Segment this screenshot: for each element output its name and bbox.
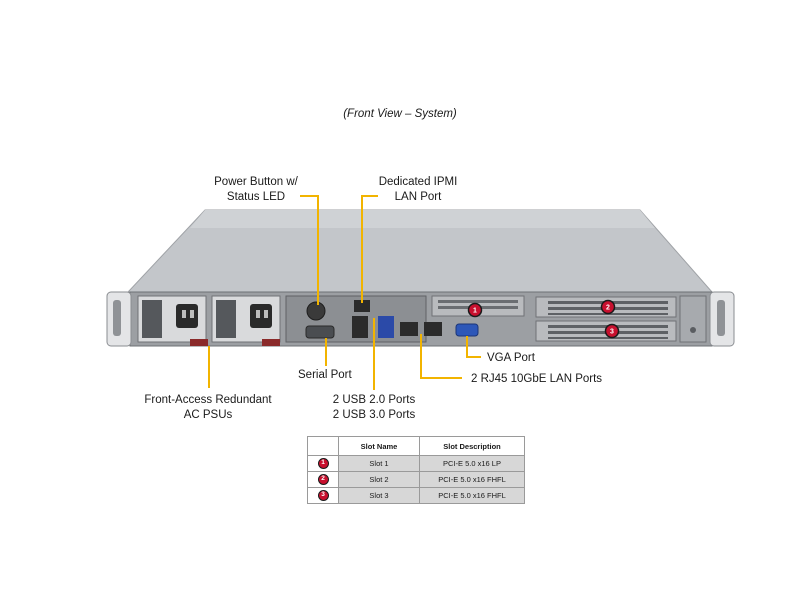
slot-badge-3: 3 — [317, 490, 329, 501]
callout-lan: 2 RJ45 10GbE LAN Ports — [471, 373, 603, 385]
power-button — [306, 301, 326, 321]
callout-ipmi-line-2: LAN Port — [394, 191, 442, 203]
lan-port-2 — [424, 322, 442, 336]
callout-usb: 2 USB 2.0 Ports 2 USB 3.0 Ports — [324, 393, 424, 423]
slot-name-cell: Slot 1 — [338, 455, 420, 472]
slot-description-cell: PCI-E 5.0 x16 FHFL — [419, 471, 525, 488]
figure-caption: (Front View – System) — [343, 108, 457, 120]
serial-port — [305, 325, 335, 339]
slot-table-header: Slot Name Slot Description — [307, 436, 525, 456]
callout-psu-line-1: Front-Access Redundant — [144, 394, 272, 406]
callout-power-button: Power Button w/ Status LED — [206, 175, 306, 205]
rack-ear-right-slot — [717, 300, 725, 336]
slot-name-cell: Slot 2 — [338, 471, 420, 488]
vga-port — [455, 323, 479, 337]
slot-table-header-name: Slot Name — [338, 436, 420, 456]
lan-port-1 — [400, 322, 418, 336]
table-row: 1 Slot 1 PCI-E 5.0 x16 LP — [307, 455, 525, 472]
slot-name-cell: Slot 3 — [338, 487, 420, 504]
psu-2-latch — [262, 339, 280, 346]
callout-serial: Serial Port — [298, 369, 352, 381]
slot-badge-2: 2 — [317, 474, 329, 485]
slot-marker-2-label: 2 — [606, 305, 610, 312]
callout-line-ipmi — [361, 195, 378, 303]
callout-psu: Front-Access Redundant AC PSUs — [138, 393, 278, 423]
slot-description-cell: PCI-E 5.0 x16 FHFL — [419, 487, 525, 504]
callout-power-button-line-1: Power Button w/ — [214, 176, 298, 188]
table-row: 3 Slot 3 PCI-E 5.0 x16 FHFL — [307, 487, 525, 504]
callout-line-power — [300, 195, 319, 305]
callout-vga: VGA Port — [487, 352, 535, 364]
callout-line-vga — [466, 336, 481, 358]
psu-2-vent — [216, 300, 236, 338]
screw-icon — [690, 327, 696, 333]
psu-1-vent — [142, 300, 162, 338]
ipmi-port — [354, 300, 370, 312]
psu-2-socket — [250, 304, 272, 328]
slot-marker-3: 3 — [604, 323, 620, 339]
callout-psu-line-2: AC PSUs — [183, 409, 233, 421]
slot-table-header-number — [307, 436, 339, 456]
callout-usb-line-1: 2 USB 2.0 Ports — [332, 394, 416, 406]
callout-usb-line-2: 2 USB 3.0 Ports — [332, 409, 416, 421]
slot-table-header-description: Slot Description — [419, 436, 525, 456]
slot-marker-1: 1 — [467, 302, 483, 318]
callout-line-lan — [420, 334, 462, 379]
psu-1-latch — [190, 339, 208, 346]
rack-ear-left-slot — [113, 300, 121, 336]
slot-description-cell: PCI-E 5.0 x16 LP — [419, 455, 525, 472]
usb2-ports — [352, 316, 368, 338]
slot-marker-3-label: 3 — [610, 329, 614, 336]
slot-marker-1-label: 1 — [473, 308, 477, 315]
chassis-top-shade — [190, 210, 655, 228]
callout-ipmi-line-1: Dedicated IPMI — [378, 176, 458, 188]
usb3-ports — [378, 316, 394, 338]
slot-table: Slot Name Slot Description 1 Slot 1 PCI-… — [307, 436, 525, 504]
callout-power-button-line-2: Status LED — [226, 191, 286, 203]
chassis-right-block — [679, 295, 707, 343]
psu-1-socket — [176, 304, 198, 328]
slot-badge-1: 1 — [317, 458, 329, 469]
table-row: 2 Slot 2 PCI-E 5.0 x16 FHFL — [307, 471, 525, 488]
slot-marker-2: 2 — [600, 299, 616, 315]
callout-lines — [208, 195, 481, 390]
callout-ipmi: Dedicated IPMI LAN Port — [368, 175, 468, 205]
